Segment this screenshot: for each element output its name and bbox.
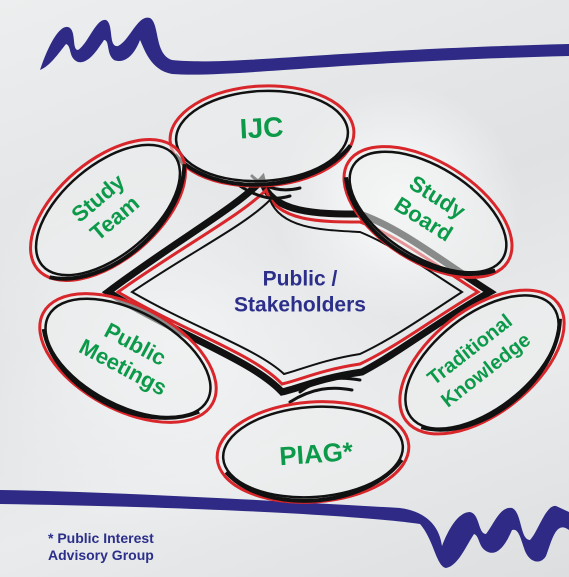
diamond-black-inner xyxy=(130,198,464,376)
node-traditional-knowledge: Traditional Knowledge xyxy=(398,288,566,436)
footnote-line2: Advisory Group xyxy=(48,547,154,563)
diamond-flourish-bottom xyxy=(288,376,362,404)
top-swoosh xyxy=(40,17,569,75)
node-piag-label: PIAG* xyxy=(278,436,354,471)
node-ijc-label: IJC xyxy=(239,111,284,144)
node-ijc: IJC xyxy=(168,84,356,188)
footnote: * Public Interest Advisory Group xyxy=(48,530,154,564)
center-label-line2: Stakeholders xyxy=(234,294,366,317)
node-study-team: Study Team xyxy=(29,138,187,282)
node-piag: PIAG* xyxy=(215,400,411,504)
node-public-meetings: Public Meetings xyxy=(38,292,218,424)
center-label-line1: Public / xyxy=(263,268,338,291)
node-study-board: Study Board xyxy=(342,145,514,279)
bottom-swoosh xyxy=(0,490,569,568)
footnote-line1: * Public Interest xyxy=(48,530,154,546)
